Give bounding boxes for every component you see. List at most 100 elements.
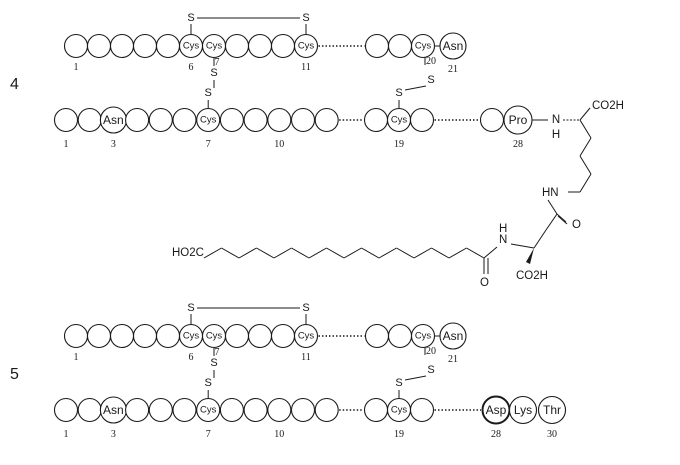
- compound-4-b-chain-position-number: 1: [64, 139, 69, 150]
- compound-4-a-chain-residue: [224, 33, 250, 59]
- compound-5-b-chain-position-number: 7: [206, 429, 211, 440]
- side-chain-co2h: CO2H: [592, 100, 624, 112]
- compound-5-a-chain-residue: [63, 323, 89, 349]
- compound-4-b-chain-position-number: 3: [111, 139, 116, 150]
- compound-5-sulfur-atom: S: [187, 302, 194, 314]
- side-chain-bond: [308, 247, 327, 259]
- compound-5-a-chain-residue: [132, 323, 158, 349]
- side-chain-bond: [533, 229, 547, 249]
- compound-4-a-chain-position-number: 1: [74, 62, 79, 73]
- side-chain-bond: [547, 199, 558, 215]
- compound-5-disulfide-bond: [404, 375, 427, 381]
- side-chain-nh: N: [552, 114, 560, 126]
- side-chain-bond: [579, 155, 592, 175]
- side-chain-bond: [556, 213, 567, 223]
- compound-5-a-chain-residue: [270, 323, 296, 349]
- side-chain-bond: [579, 119, 592, 139]
- compound-5-b-chain-residue: [508, 395, 538, 425]
- side-chain-bond: [343, 247, 362, 259]
- compound-5-a-chain-residue: [364, 323, 390, 349]
- compound-number: 4: [10, 76, 19, 93]
- side-chain-bond: [256, 247, 275, 259]
- compound-4-a-chain-residue-label: Cys: [206, 41, 223, 52]
- side-chain-bond: [466, 247, 485, 259]
- compound-5-a-chain-residue: [410, 323, 436, 349]
- compound-4-a-chain-position-number: 20: [426, 56, 436, 67]
- compound-5-b-chain-residue: [290, 397, 316, 423]
- compound-4-a-chain-residue: [270, 33, 296, 59]
- compound-5-b-chain-position-number: 1: [64, 429, 69, 440]
- compound-5-b-chain-position-number: 28: [491, 429, 501, 440]
- compound-4-a-chain-residue-label: Cys: [415, 41, 432, 52]
- compound-4-a-chain-residue: [63, 33, 89, 59]
- compound-5-b-chain-residue-label: Lys: [514, 403, 532, 417]
- side-chain-wedge-bond: [526, 248, 534, 264]
- side-chain-bond: [579, 107, 591, 121]
- compound-5-b-chain-residue: [243, 397, 268, 423]
- side-chain-bond: [431, 247, 450, 259]
- compound-5-a-chain-residue: [247, 323, 273, 349]
- compound-4-b-chain-residue: [148, 107, 173, 133]
- compound-4-a-chain-residue: [293, 33, 319, 59]
- compound-4-a-chain-residue: [439, 32, 467, 60]
- compound-5-b-chain-residue: [537, 395, 567, 425]
- compound-5-a-chain-residue-label: Cys: [298, 331, 315, 342]
- compound-5-a-chain-residue-label: Cys: [415, 331, 432, 342]
- compound-4-a-chain-residue: [387, 33, 413, 59]
- compound-4-b-chain-position-number: 28: [513, 139, 523, 150]
- compound-5-a-chain-residue: [439, 322, 467, 350]
- side-chain-bond: [545, 213, 558, 231]
- side-chain-bond: [361, 247, 380, 259]
- compound-4-a-chain-position-number: 6: [189, 62, 194, 73]
- side-chain-bond: [579, 173, 592, 193]
- side-chain-acyl-o: O: [480, 277, 489, 289]
- side-chain-bond: [448, 247, 467, 259]
- compound-5-sulfur-atom: S: [210, 357, 217, 369]
- compound-5-b-chain-position-number: 19: [394, 429, 404, 440]
- compound-4-a-chain-residue-label: Cys: [183, 41, 200, 52]
- side-chain-amide-h: H: [499, 223, 507, 235]
- compound-5-b-chain-residue-label: Cys: [391, 405, 408, 416]
- compound-5-b-chain-residue: [196, 397, 221, 423]
- side-chain-hn: HN: [542, 187, 559, 199]
- compound-4-b-chain-residue-label: Pro: [509, 113, 528, 127]
- compound-5-sulfur-atom: S: [205, 377, 212, 389]
- side-chain-nh-h: H: [552, 129, 560, 141]
- compound-4-a-chain-residue: [155, 33, 181, 59]
- compound-5-b-chain-residue-label: Thr: [543, 403, 561, 417]
- compound-4-b-chain-residue: [125, 107, 150, 133]
- compound-4-a-chain-position-number: 11: [301, 62, 311, 73]
- compound-4-a-chain-residue-label: Cys: [298, 41, 315, 52]
- side-chain-bond: [203, 247, 222, 259]
- compound-5-a-chain-residue-label: Asn: [443, 329, 464, 343]
- compound-4-b-chain-residue: [53, 107, 79, 133]
- compound-5-a-chain-residue: [224, 323, 250, 349]
- compound-4-b-chain-residue: [243, 107, 268, 133]
- compound-4-a-chain-residue: [86, 33, 112, 59]
- compound-5-b-chain-residue-label: Cys: [200, 405, 217, 416]
- compound-5-b-chain-residue: [77, 397, 102, 423]
- compound-4-b-chain-position-number: 19: [394, 139, 404, 150]
- compound-5-b-chain-position-number: 10: [274, 429, 284, 440]
- compound-4-b-chain-position-number: 10: [274, 139, 284, 150]
- compound-5-a-chain-residue-label: Cys: [183, 331, 200, 342]
- compound-4-disulfide-bond: [404, 85, 427, 91]
- side-chain-bond: [557, 215, 568, 225]
- compound-5-b-chain-position-number: 30: [547, 429, 557, 440]
- compound-4-a-chain-residue-label: Asn: [443, 39, 464, 53]
- compound-5-b-chain-residue: [219, 397, 244, 423]
- compound-4-b-chain-residue: [363, 107, 389, 133]
- side-chain-bond: [413, 247, 432, 259]
- side-chain-bond: [510, 243, 535, 249]
- compound-5-b-chain-residue-label: Asn: [103, 403, 124, 417]
- compound-5-a-chain-position-number: 6: [189, 352, 194, 363]
- compound-5-b-chain-residue: [53, 397, 79, 423]
- compound-5-a-chain-position-number: 1: [74, 352, 79, 363]
- compound-5-a-chain-position-number: 11: [301, 352, 311, 363]
- compound-4-sulfur-atom: S: [427, 74, 434, 86]
- side-chain-bond: [238, 247, 257, 259]
- compound-4-b-chain-residue: [196, 107, 221, 133]
- side-chain-bond: [291, 247, 310, 259]
- compound-4-b-chain-residue: [314, 107, 339, 133]
- compound-5-b-chain-residue: [148, 397, 173, 423]
